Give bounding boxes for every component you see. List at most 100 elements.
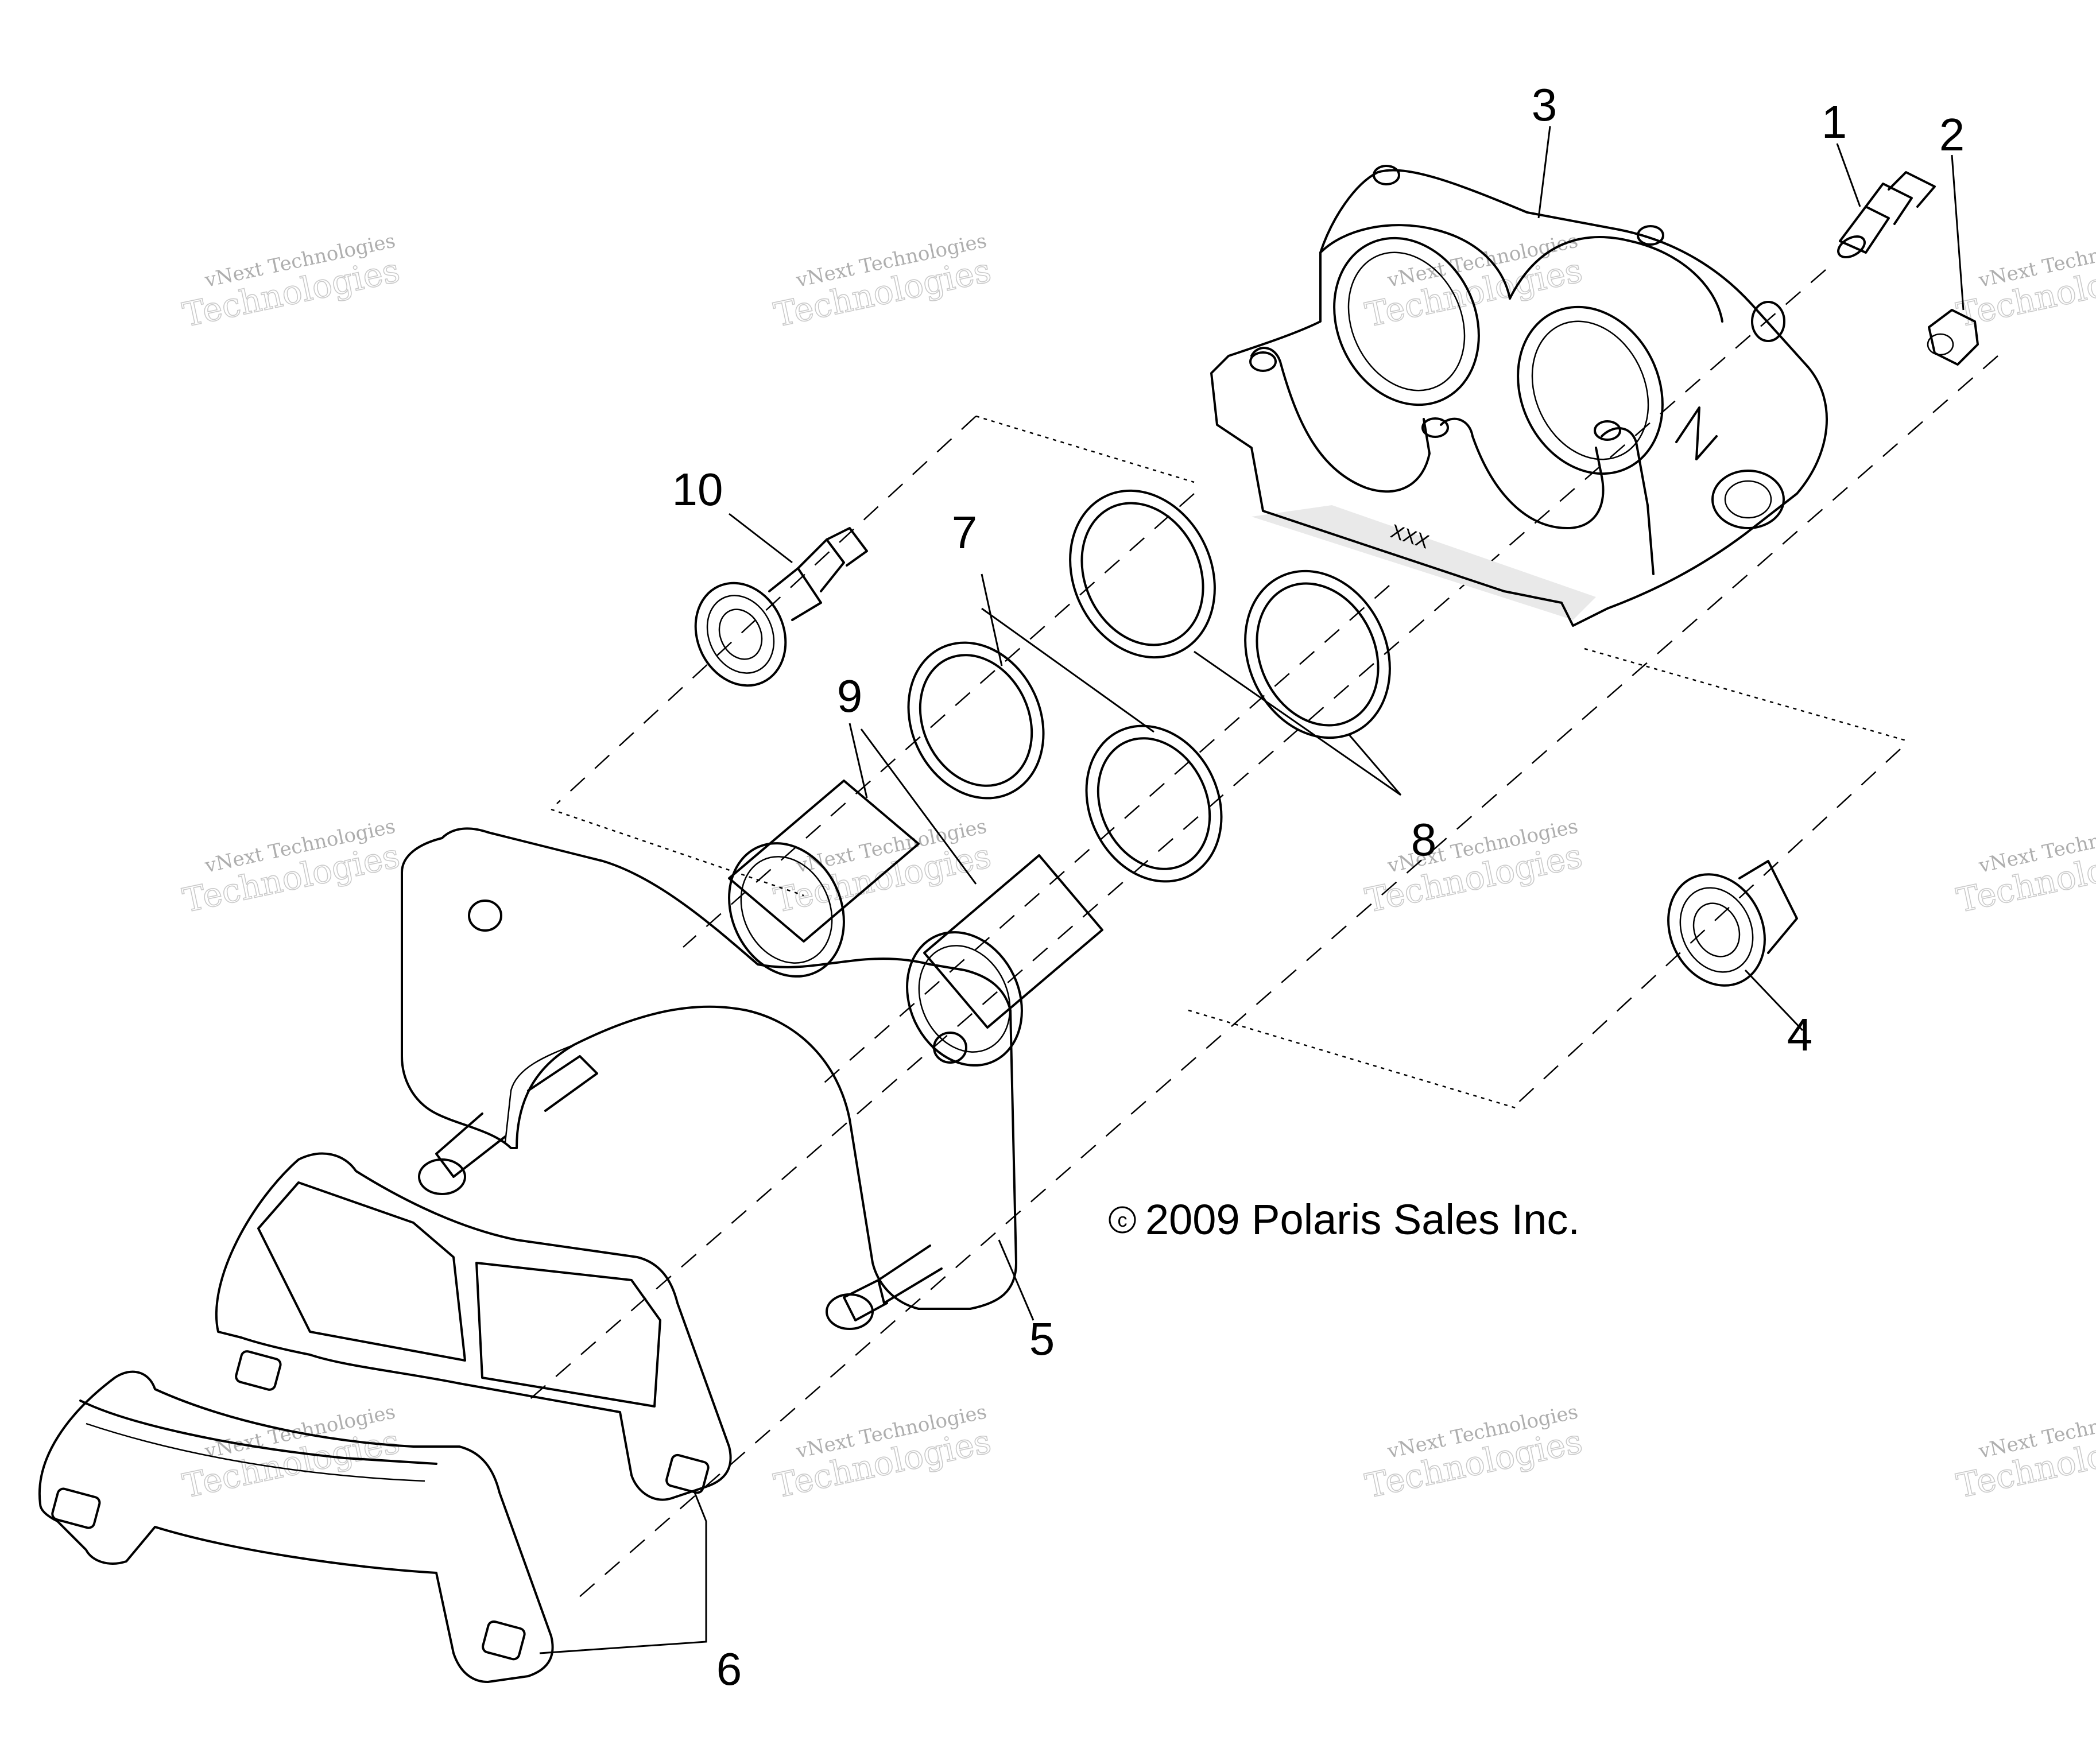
caliper-finger — [1250, 347, 1431, 493]
leader-line-8 — [1194, 650, 1401, 796]
bracket-pin-end — [826, 1293, 874, 1330]
bleeder-body — [1839, 206, 1890, 254]
caliper-pin-top — [1637, 225, 1664, 246]
leader-line-7 — [981, 607, 1154, 733]
boot-outer — [1667, 873, 1766, 987]
callout-9: 9 — [837, 670, 863, 722]
watermark: vNext Technologies Technologies — [179, 229, 404, 335]
watermark: vNext Technologies Technologies — [1362, 1400, 1586, 1506]
bleeder-screw — [1837, 171, 1936, 259]
slide-pin-bolt — [694, 527, 868, 687]
leader-line-6 — [539, 1521, 707, 1654]
pad-mount-hole — [51, 1487, 101, 1529]
watermark: vNext Technologies Technologies — [1953, 815, 2096, 920]
pad-mount-hole — [482, 1620, 526, 1661]
watermark: vNext Technologies Technologies — [770, 229, 995, 335]
dashed-axis-line — [815, 585, 1390, 1091]
caliper-shading — [1252, 505, 1596, 620]
watermark: vNext Technologies Technologies — [770, 815, 995, 920]
seal-inner — [1256, 582, 1380, 727]
boot-rear — [1738, 860, 1798, 954]
leader-line-2 — [1951, 154, 1965, 311]
leader-line-8 — [1348, 734, 1402, 796]
caliper-pin-top — [1421, 417, 1449, 438]
piston-seal-small — [1085, 724, 1223, 883]
bracket-pin-shaft — [843, 1279, 888, 1321]
leader-line-5 — [998, 1239, 1035, 1321]
callout-3: 3 — [1532, 79, 1558, 130]
piston-bore-left — [1333, 237, 1480, 406]
boot-ring — [1679, 887, 1754, 973]
watermark: vNext Technologies Technologies — [179, 1400, 404, 1506]
bracket-mount-hole — [468, 900, 502, 932]
leader-line-3 — [1537, 126, 1551, 219]
piston-bore-left-inner — [1347, 251, 1466, 391]
dashed-boundary-line — [1515, 749, 1901, 1106]
caliper-mount-hole-inner — [1724, 480, 1772, 519]
dashed-axis-line — [574, 355, 1998, 1602]
dotted-boundary-line — [1188, 1009, 1516, 1109]
seal-outer — [1069, 489, 1216, 659]
caliper-pin-top — [1373, 165, 1400, 185]
mounting-bracket — [401, 827, 1017, 1330]
seal-outer — [1244, 569, 1391, 739]
pad-backing-plate — [38, 1370, 554, 1683]
boot-inner — [718, 608, 763, 660]
seal-outer — [907, 641, 1045, 800]
watermark: vNext Technologies Technologies — [1362, 815, 1586, 920]
bleeder-cap — [1927, 309, 1979, 366]
callout-10: 10 — [672, 464, 723, 515]
dotted-boundary-line — [975, 415, 1195, 483]
boot-inner — [1692, 902, 1741, 957]
caliper-outline — [1210, 169, 1828, 627]
leader-lines — [539, 126, 1965, 1654]
pad-friction-edge — [86, 1422, 425, 1482]
piston-body — [728, 780, 920, 943]
dashed-boundary-line — [556, 416, 977, 804]
callout-7: 7 — [952, 507, 978, 558]
caliper-pin-top — [1594, 420, 1621, 441]
caliper-body: XXX — [1210, 165, 1828, 627]
brake-pad-outer — [38, 1370, 710, 1683]
piston-face-inner — [740, 856, 833, 964]
callout-2: 2 — [1939, 109, 1965, 160]
seal-outer — [1085, 724, 1223, 883]
brake-pad-inner — [215, 1152, 732, 1501]
cap-outline — [1928, 309, 1979, 366]
bleeder-end — [1837, 235, 1866, 259]
pad-friction-edge — [79, 1399, 437, 1465]
boot-outer — [694, 581, 787, 687]
leader-line-9 — [860, 728, 977, 885]
bolt-head — [826, 527, 868, 567]
pad-mount-hole — [665, 1453, 710, 1494]
bracket-pin-shaft — [435, 1112, 506, 1178]
leader-line-4 — [1744, 969, 1804, 1032]
dashed-axis-line — [528, 269, 1826, 1401]
caliper-finger — [1601, 427, 1655, 575]
piston — [906, 854, 1103, 1067]
piston-seal-small — [907, 641, 1045, 800]
copyright-symbol: c — [1118, 1209, 1128, 1231]
watermark: vNext Technologies Technologies — [770, 1400, 995, 1506]
piston-seal-large — [1069, 489, 1216, 659]
caliper-pin-top — [1249, 351, 1277, 372]
bracket-pin-shaft — [877, 1245, 943, 1304]
bolt-shank — [797, 538, 845, 592]
copyright-circle — [1109, 1206, 1136, 1234]
dotted-boundary-line — [551, 808, 804, 897]
caliper-bleed-port — [1751, 301, 1785, 342]
seal-inner — [919, 654, 1033, 787]
caliper-top-contour — [1509, 236, 1723, 323]
caliper-finger — [1440, 417, 1605, 529]
leader-line-6 — [693, 1492, 707, 1522]
watermark: vNext Technologies Technologies — [179, 815, 404, 920]
bracket-inner-edge — [504, 1044, 575, 1143]
leader-line-1 — [1836, 143, 1861, 207]
callout-6: 6 — [716, 1643, 742, 1695]
dashed-axis-line — [683, 493, 1195, 948]
caliper-mount-hole — [1711, 470, 1785, 529]
copyright-text: 2009 Polaris Sales Inc. — [1145, 1196, 1580, 1243]
leader-line-9 — [849, 723, 868, 798]
callout-4: 4 — [1787, 1009, 1813, 1060]
